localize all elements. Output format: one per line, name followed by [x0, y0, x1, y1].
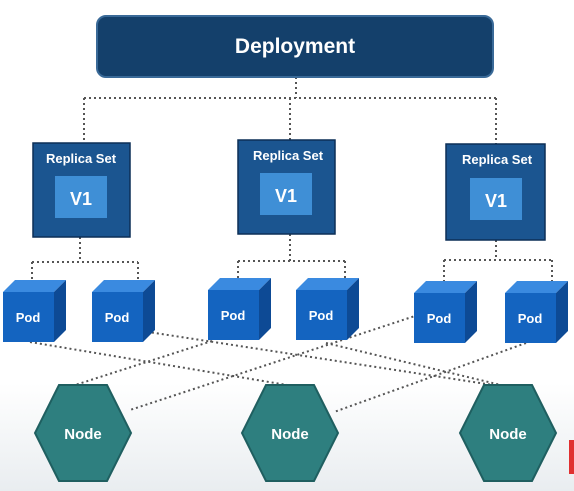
pod-front-face [414, 293, 465, 343]
pod-front-face [3, 292, 54, 342]
connector-pod5-node [129, 314, 419, 411]
version-badge [260, 173, 312, 215]
edge-marker [569, 440, 574, 474]
pod-label: Pod [518, 311, 543, 326]
node-3: Node [458, 384, 558, 482]
replica-set-2: Replica Set V1 [237, 139, 336, 235]
version-label: V1 [485, 191, 507, 211]
replica-set-label: Replica Set [46, 151, 117, 166]
pod-label: Pod [309, 308, 334, 323]
version-badge [470, 178, 522, 220]
pod-label: Pod [427, 311, 452, 326]
node-1: Node [33, 384, 133, 482]
pod-top-face [414, 281, 477, 293]
pod-3: Pod [208, 278, 271, 340]
replica-set-3: Replica Set V1 [445, 143, 546, 241]
pod-top-face [92, 280, 155, 292]
pod-label: Pod [221, 308, 246, 323]
pod-2: Pod [92, 280, 155, 342]
pod-side-face [54, 280, 66, 342]
node-hexagon [240, 384, 340, 482]
pod-top-face [3, 280, 66, 292]
pod-label: Pod [105, 310, 130, 325]
pod-top-face [505, 281, 568, 293]
connectors [29, 77, 553, 413]
connector-pod6-node [333, 342, 527, 413]
pod-side-face [347, 278, 359, 340]
replica-set-1: Replica Set V1 [32, 142, 131, 238]
pod-side-face [259, 278, 271, 340]
deployment-label: Deployment [235, 35, 355, 58]
pod-1: Pod [3, 280, 66, 342]
pod-front-face [296, 290, 347, 340]
deployment-shape [96, 15, 494, 78]
pod-side-face [143, 280, 155, 342]
pod-front-face [208, 290, 259, 340]
pod-4: Pod [296, 278, 359, 340]
connector-pod4-node [325, 342, 506, 387]
node-label: Node [64, 426, 102, 443]
version-label: V1 [70, 189, 92, 209]
pod-label: Pod [16, 310, 41, 325]
pod-top-face [296, 278, 359, 290]
node-hexagon [33, 384, 133, 482]
node-label: Node [271, 426, 309, 443]
node-label: Node [489, 426, 527, 443]
version-label: V1 [275, 186, 297, 206]
node-2: Node [240, 384, 340, 482]
pod-side-face [556, 281, 568, 343]
replica-set-label: Replica Set [253, 148, 324, 163]
pod-front-face [505, 293, 556, 343]
pod-side-face [465, 281, 477, 343]
version-badge [55, 176, 107, 218]
pod-6: Pod [505, 281, 568, 343]
pod-5: Pod [414, 281, 477, 343]
connector-pod2-node [141, 330, 507, 388]
pod-top-face [208, 278, 271, 290]
node-hexagon [458, 384, 558, 482]
pod-front-face [92, 292, 143, 342]
deployment-box: Deployment [96, 15, 494, 78]
replica-set-label: Replica Set [462, 152, 533, 167]
